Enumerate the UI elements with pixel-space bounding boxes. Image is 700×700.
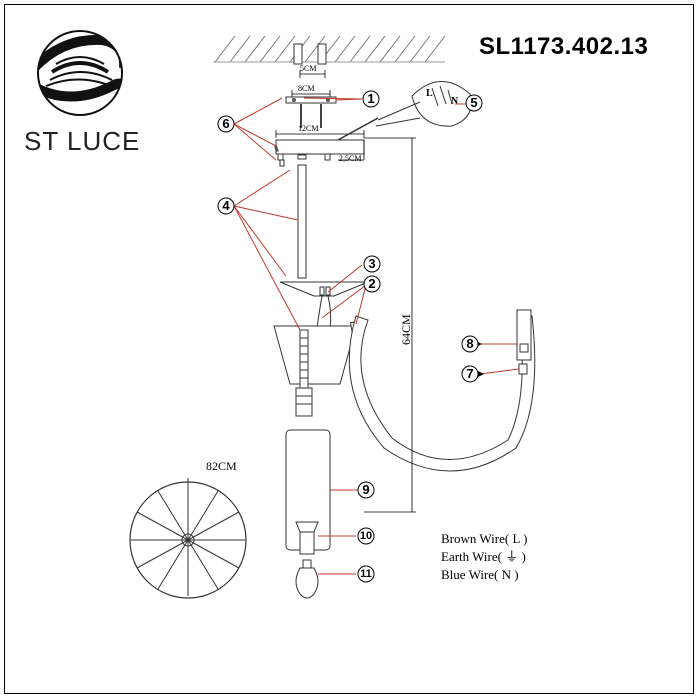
dim-shade-diameter: 82CM [206, 459, 237, 473]
callout-3: 3 [368, 256, 376, 271]
callout-2: 2 [368, 276, 376, 291]
dim-bracket-width: 8CM [298, 84, 314, 93]
legend-blue-wire: Blue Wire( N ) [441, 567, 519, 582]
st-luce-logo-icon [37, 30, 123, 116]
callout-11: 11 [360, 568, 372, 580]
callout-10: 10 [359, 530, 373, 542]
wire-n-label: N [451, 96, 459, 107]
callout-5: 5 [470, 95, 478, 110]
callout-7: 7 [466, 366, 474, 381]
top-view [129, 478, 247, 599]
model-number: SL1173.402.13 [479, 33, 649, 60]
callout-4: 4 [222, 198, 230, 213]
ceiling-hatch [213, 35, 446, 63]
drawing-frame [4, 4, 694, 694]
legend-brown-wire: Brown Wire( L ) [441, 531, 528, 546]
callout-9: 9 [362, 482, 370, 497]
dim-total-height: 64CM [399, 314, 413, 345]
dim-bracket-holes: 5CM [300, 64, 316, 73]
legend-earth-wire: Earth Wire( ⏚ ) [441, 549, 526, 564]
wire-l-label: L [426, 88, 433, 99]
wiring-legend: Brown Wire( L ) Earth Wire( ⏚ ) Blue Wir… [441, 530, 527, 584]
brand-name: ST LUCE [24, 126, 141, 156]
callout-6: 6 [222, 116, 230, 131]
callout-1: 1 [367, 91, 375, 106]
dim-canopy-width: 12CM [298, 124, 318, 133]
dim-canopy-height: 2,5CM [339, 154, 361, 163]
callout-8: 8 [466, 336, 474, 351]
